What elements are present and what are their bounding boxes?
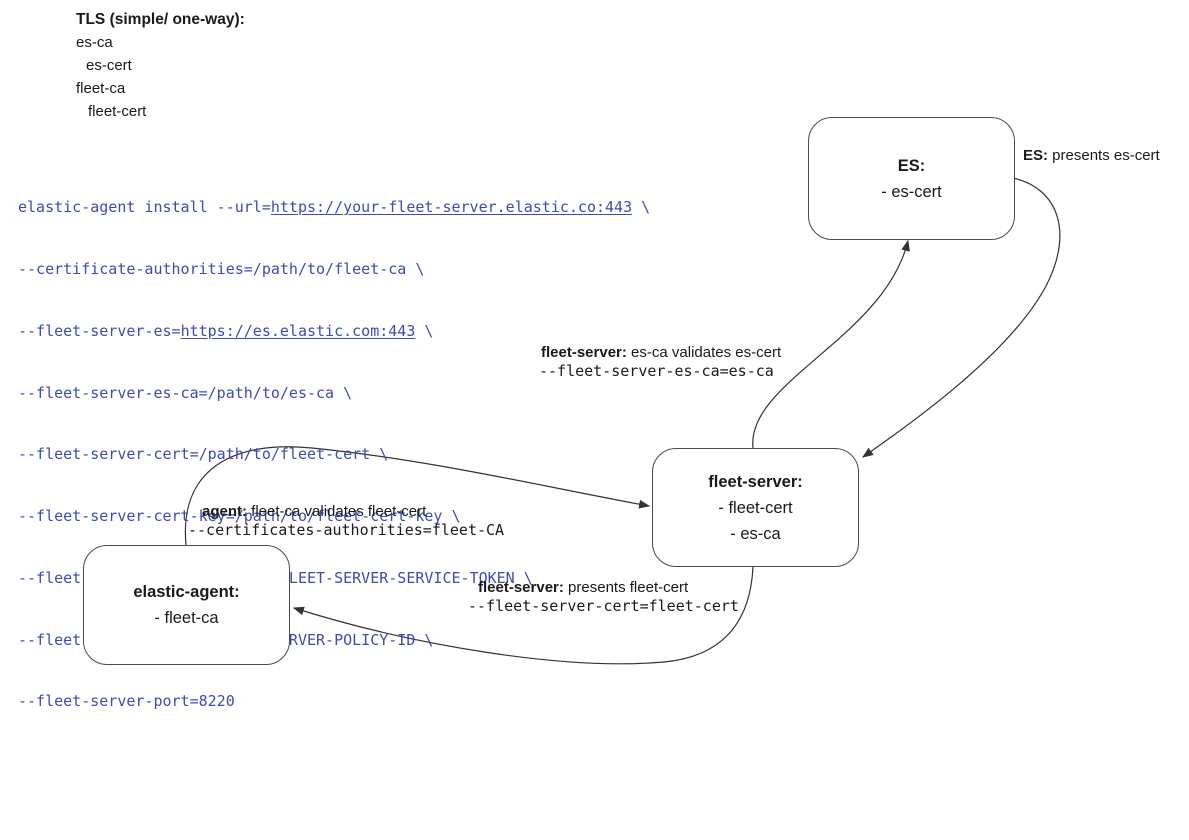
- edge-label-fleet-server-presents: fleet-server: presents fleet-cert --flee…: [468, 579, 739, 616]
- command-line: --certificate-authorities=/path/to/fleet…: [18, 259, 650, 280]
- node-line: - es-cert: [881, 182, 942, 201]
- node-elastic-agent: elastic-agent: - fleet-ca: [83, 545, 290, 665]
- edge-label-agent-validates: agent: fleet-ca validates fleet-cert --c…: [188, 503, 504, 540]
- node-title: fleet-server:: [708, 472, 803, 491]
- node-es: ES: - es-cert: [808, 117, 1015, 240]
- edge-label-bold: fleet-server:: [478, 579, 564, 596]
- edge-label-fleet-server-validates: fleet-server: es-ca validates es-cert --…: [539, 344, 781, 381]
- edge-label-text: presents es-cert: [1048, 147, 1160, 164]
- command-line: --fleet-server-cert=/path/to/fleet-cert …: [18, 444, 650, 465]
- legend-item: fleet-cert: [88, 103, 147, 120]
- edge-label-line: fleet-server: presents fleet-cert: [478, 579, 739, 597]
- command-line: --fleet-server-cert-key=/path/to/fleet-c…: [18, 506, 650, 527]
- es-url-link[interactable]: https://es.elastic.com:443: [180, 321, 416, 340]
- command-line: --fleet-server-port=8220: [18, 691, 650, 712]
- command-text: --fleet-server-cert=/path/to/fleet-cert …: [18, 445, 389, 464]
- command-text: \: [415, 321, 434, 340]
- edge-label-text: es-ca validates es-cert: [626, 344, 782, 361]
- command-text: --fleet-server-port=8220: [18, 692, 235, 711]
- node-line: - fleet-ca: [154, 609, 219, 627]
- command-text: elastic-agent install --url=: [18, 198, 271, 217]
- edge-label-text: fleet-ca validates fleet-cert: [247, 503, 427, 520]
- node-line: - es-ca: [730, 524, 781, 543]
- edge-label-flag: --certificates-authorities=fleet-CA: [188, 521, 505, 539]
- node-title: elastic-agent:: [133, 583, 240, 601]
- fleet-server-url-link[interactable]: https://your-fleet-server.elastic.co:443: [270, 198, 633, 217]
- edge-label-es-presents: ES: presents es-cert: [1023, 147, 1160, 165]
- edge-label-line: agent: fleet-ca validates fleet-cert: [202, 503, 504, 521]
- command-line: --fleet-server-es-ca=/path/to/es-ca \: [18, 383, 650, 404]
- node-title: ES:: [897, 156, 926, 175]
- edge-label-text: presents fleet-cert: [563, 579, 689, 596]
- legend: TLS (simple/ one-way): es-ca es-cert fle…: [76, 8, 245, 123]
- command-text: --fleet-server-es-ca=/path/to/es-ca \: [18, 383, 353, 402]
- edge-label-flag: --fleet-server-es-ca=es-ca: [539, 362, 774, 380]
- node-line: - fleet-cert: [718, 498, 793, 517]
- command-line: --fleet-server-es=https://es.elastic.com…: [18, 321, 650, 342]
- command-text: --fleet-server-cert-key=/path/to/fleet-c…: [18, 507, 461, 526]
- edge-label-bold: agent:: [202, 503, 247, 520]
- edge-label-flag: --fleet-server-cert=fleet-cert: [468, 597, 739, 615]
- node-fleet-server: fleet-server: - fleet-cert - es-ca: [652, 448, 859, 567]
- edge-label-bold: fleet-server:: [541, 344, 627, 361]
- command-text: \: [632, 198, 651, 217]
- edge-label-bold: ES:: [1023, 147, 1049, 164]
- legend-item: es-cert: [86, 57, 132, 74]
- legend-item: es-ca: [76, 34, 113, 51]
- edge-label-line: fleet-server: es-ca validates es-cert: [541, 344, 781, 362]
- command-text: --certificate-authorities=/path/to/fleet…: [18, 259, 425, 278]
- legend-item: fleet-ca: [76, 80, 126, 97]
- diagram-title: TLS (simple/ one-way):: [76, 11, 245, 28]
- command-text: --fleet-server-es=: [18, 321, 181, 340]
- command-line: elastic-agent install --url=https://your…: [18, 197, 650, 218]
